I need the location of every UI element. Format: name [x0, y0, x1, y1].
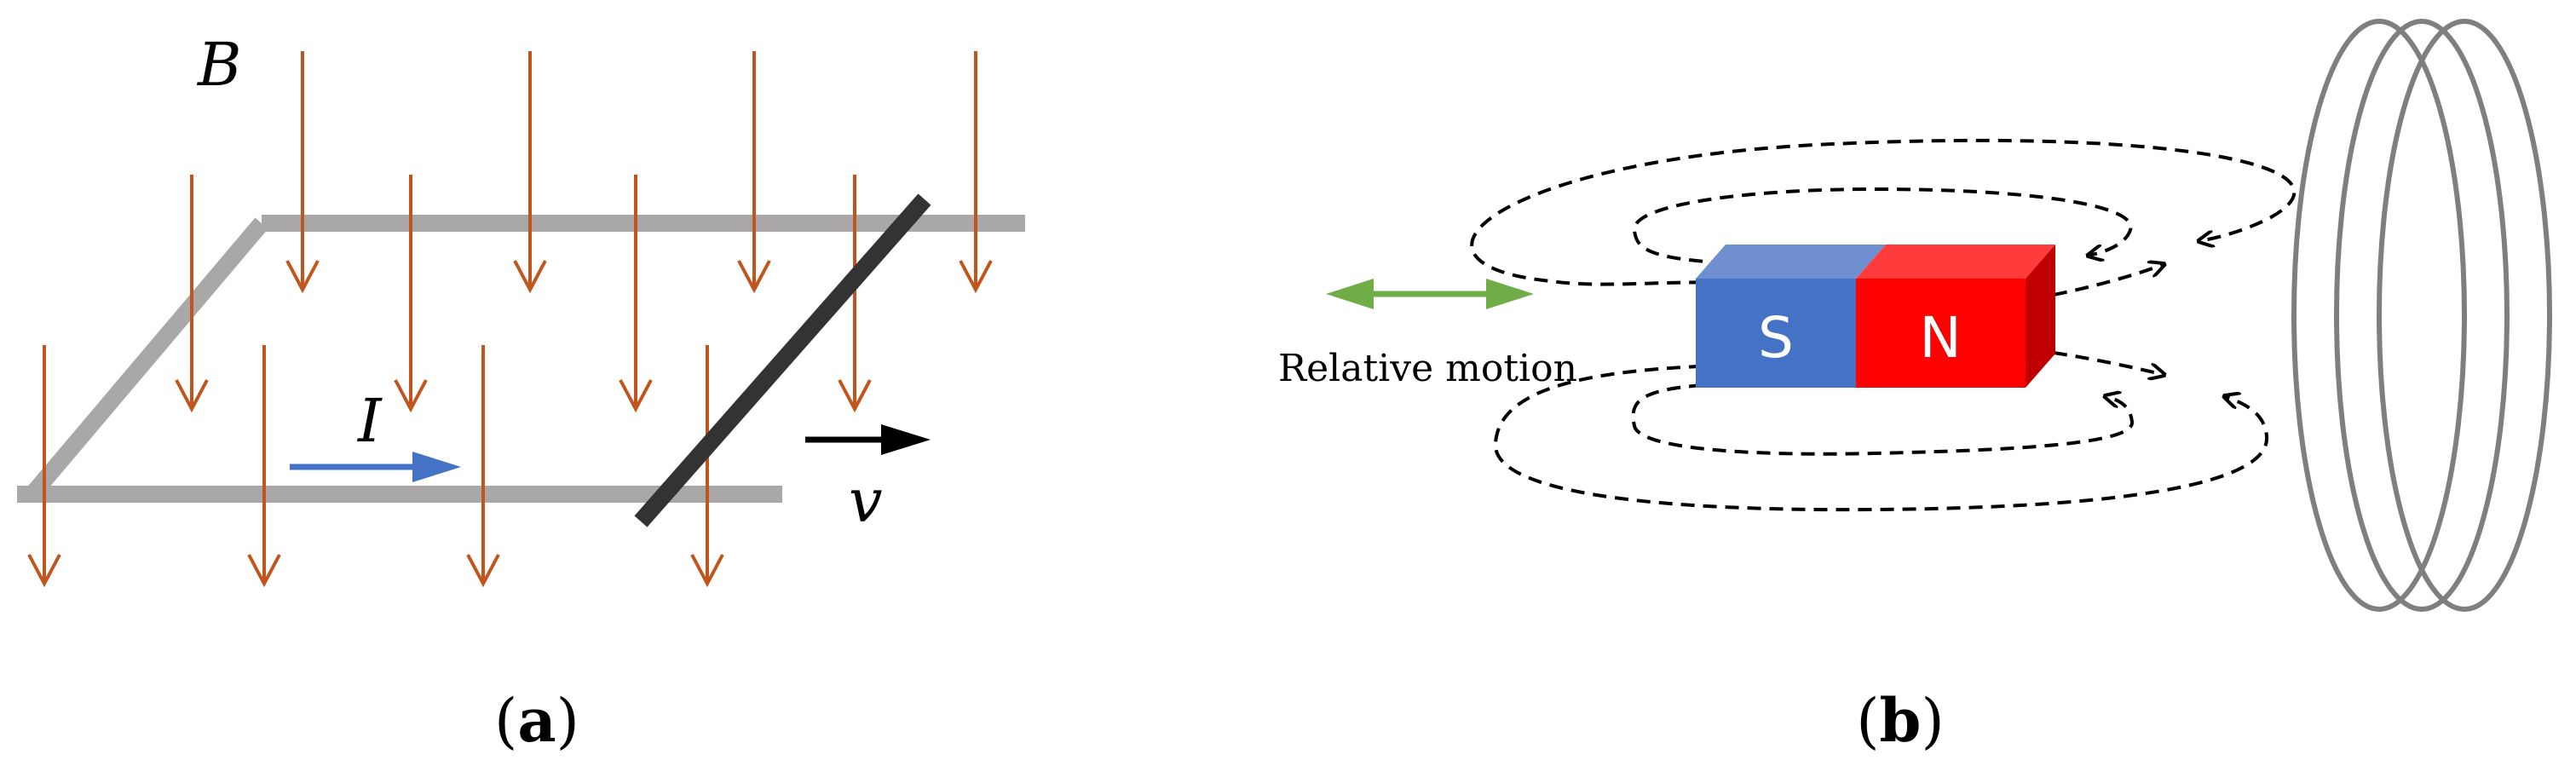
field-arrow-head	[959, 260, 993, 294]
coil-loop-1	[2291, 19, 2467, 612]
magnet-side-face	[2026, 245, 2055, 388]
panel-a: B I v (a)	[17, 30, 1025, 756]
field-lines	[1470, 138, 2297, 512]
magnet-south-pole	[1696, 279, 1856, 388]
field-arrow-head	[175, 379, 209, 413]
outer-top-field-line	[1470, 138, 2297, 287]
bar-magnet: S N	[1696, 245, 2055, 388]
field-arrow-head	[247, 554, 281, 588]
inner-top-field-line	[1633, 187, 2133, 266]
south-pole-label: S	[1758, 305, 1794, 371]
velocity-label: v	[849, 466, 883, 536]
coil-loop-2	[2334, 19, 2510, 612]
right-bottom-field-line	[2053, 351, 2164, 375]
sliding-rod	[634, 193, 931, 527]
coil-loop-3	[2377, 19, 2552, 612]
field-arrow-head	[394, 379, 428, 413]
field-arrow-head	[466, 554, 500, 588]
caption-b: (b)	[1856, 685, 1945, 756]
field-arrow-head	[513, 260, 547, 294]
left-rail	[26, 217, 268, 500]
north-pole-label: N	[1919, 305, 1961, 371]
field-arrow-head	[619, 379, 653, 413]
relative-motion-arrow	[1326, 279, 1534, 309]
field-arrow-head	[838, 379, 872, 413]
coil	[2291, 19, 2552, 612]
right-top-field-line	[2053, 264, 2164, 297]
field-arrow-head	[285, 260, 320, 294]
field-arrow-head	[690, 554, 724, 588]
magnetic-field-arrows	[27, 51, 993, 588]
outer-bottom-field-line	[1493, 363, 2269, 512]
magnet-top-face-south	[1696, 245, 1886, 279]
current-arrow	[290, 452, 461, 482]
field-arrow-head	[27, 554, 61, 588]
field-label: B	[196, 30, 241, 100]
relative-motion-label: Relative motion	[1278, 347, 1577, 390]
magnet-north-pole	[1856, 279, 2026, 388]
velocity-arrow	[805, 424, 931, 455]
magnet-top-face-north	[1856, 245, 2055, 279]
caption-a: (a)	[494, 685, 579, 756]
inner-bottom-field-line	[1631, 382, 2134, 456]
panel-b: S N Relative motion (b)	[1278, 19, 2552, 756]
current-label: I	[356, 386, 383, 456]
field-arrow-head	[737, 260, 771, 294]
